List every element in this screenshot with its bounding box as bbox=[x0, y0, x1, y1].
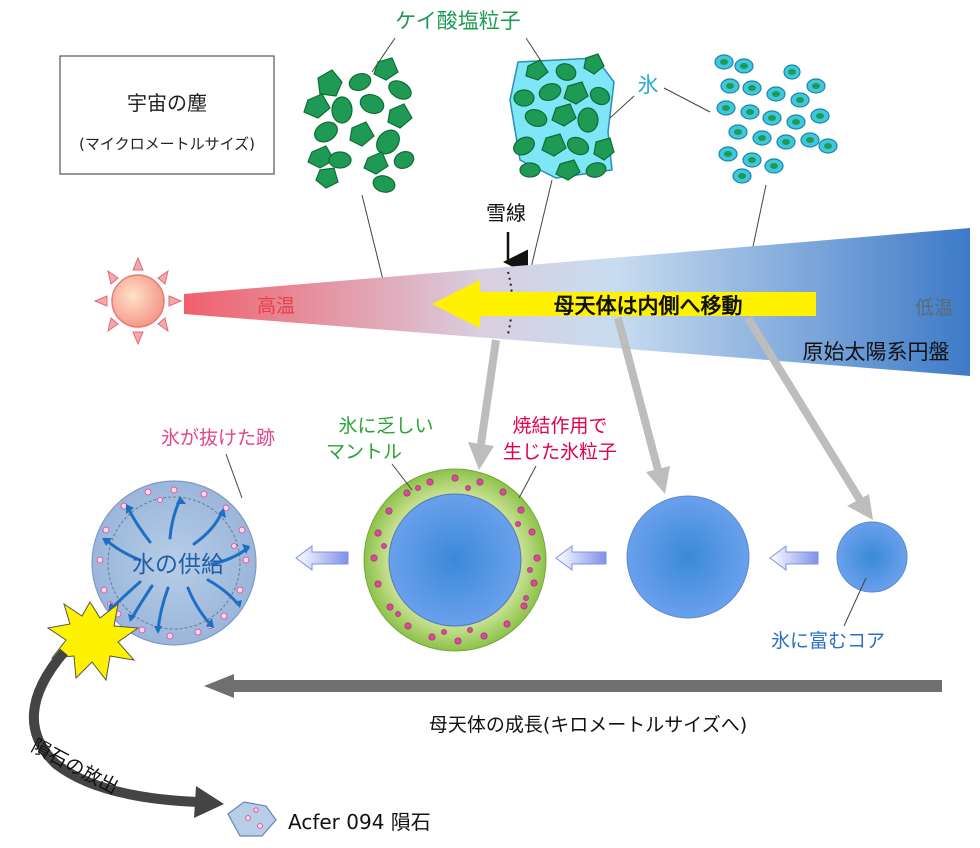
ice-leader-right bbox=[663, 87, 711, 113]
ice-label: 氷 bbox=[638, 73, 659, 97]
core-leader bbox=[843, 577, 867, 627]
growth-arrow bbox=[204, 674, 942, 698]
mantle-leader bbox=[391, 463, 413, 491]
ice-poor-mantle-label-2: マントル bbox=[326, 441, 402, 463]
water-supply-body: 水の供給 bbox=[91, 480, 257, 646]
ice-rich-core-label: 氷に富むコア bbox=[771, 630, 885, 652]
dust-leader-2 bbox=[529, 179, 553, 273]
low-temp-label: 低温 bbox=[915, 297, 953, 319]
sintered-ice-label-2: 生じた氷粒子 bbox=[503, 441, 617, 463]
silicate-in-ice-cluster bbox=[513, 53, 615, 181]
medium-parent-body bbox=[626, 495, 750, 619]
ice-coated-cluster bbox=[714, 54, 838, 184]
small-parent-body bbox=[836, 521, 908, 593]
silicate-cluster bbox=[303, 57, 415, 193]
meteorite-icon bbox=[227, 801, 277, 837]
sun-icon bbox=[93, 256, 183, 346]
formation-arrows bbox=[468, 315, 873, 520]
ejection-arrowhead bbox=[194, 786, 224, 818]
sintered-leader bbox=[518, 465, 537, 499]
ejection-arrow bbox=[29, 648, 199, 807]
high-temp-label: 高温 bbox=[257, 295, 295, 317]
silicate-label: ケイ酸塩粒子 bbox=[395, 9, 521, 33]
dust-leader-1 bbox=[361, 194, 387, 293]
progression-arrows bbox=[295, 545, 819, 571]
ice-leader-left bbox=[609, 95, 635, 119]
silicate-leader-left bbox=[371, 37, 396, 73]
disk-label: 原始太陽系円盤 bbox=[803, 340, 950, 364]
water-supply-label: 水の供給 bbox=[132, 552, 224, 578]
ejection-label: 隕石の放出 bbox=[28, 735, 122, 799]
cosmic-dust-label: 宇宙の塵 bbox=[127, 91, 207, 115]
mantled-parent-body bbox=[363, 468, 547, 652]
inward-migration-label: 母天体は内側へ移動 bbox=[554, 294, 743, 318]
sintered-ice-label-1: 焼結作用で bbox=[512, 415, 607, 437]
impact-star-icon bbox=[46, 601, 140, 682]
inward-migration-arrow bbox=[432, 280, 816, 328]
cosmic-dust-box bbox=[59, 55, 275, 175]
growth-label: 母天体の成長(キロメートルサイズへ) bbox=[429, 714, 747, 736]
meteorite-label: Acfer 094 隕石 bbox=[288, 810, 431, 834]
snow-line-label: 雪線 bbox=[486, 201, 526, 225]
ice-traces-label: 氷が抜けた跡 bbox=[161, 427, 275, 449]
ice-traces-leader bbox=[225, 453, 243, 499]
ice-poor-mantle-label-1: 氷に乏しい bbox=[338, 415, 433, 437]
cosmic-dust-size-label: (マイクロメートルサイズ) bbox=[79, 135, 255, 153]
